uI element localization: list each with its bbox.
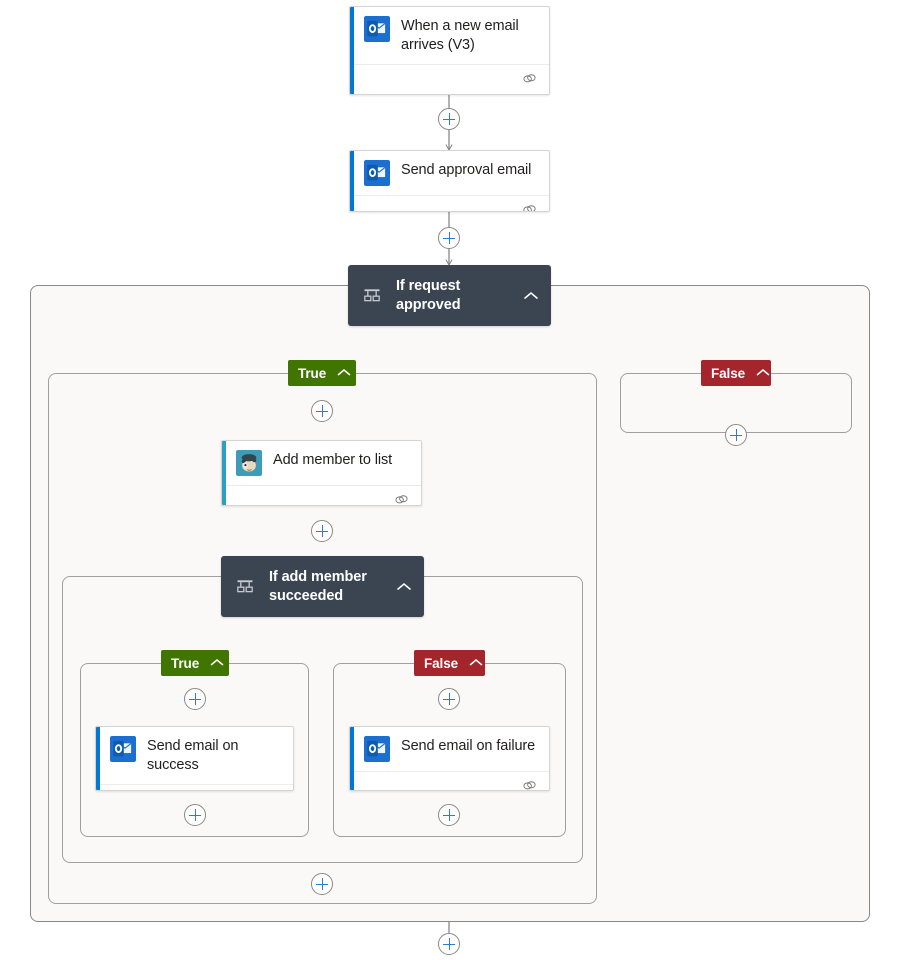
card-footer — [350, 195, 549, 213]
add-step-inner-false-bottom[interactable] — [438, 804, 460, 826]
add-step-inner-true-bottom[interactable] — [184, 804, 206, 826]
card-accent-bar — [222, 441, 226, 505]
add-step-after-add-member[interactable] — [311, 520, 333, 542]
condition-title: If request approved — [396, 277, 461, 313]
add-step-outer-true-bottom[interactable] — [311, 873, 333, 895]
branch-badge-outer-false[interactable]: False — [701, 360, 771, 386]
chevron-up-icon[interactable] — [209, 658, 225, 668]
card-add-member-to-list[interactable]: Add member to list — [221, 440, 422, 506]
add-step-outer-false[interactable] — [725, 424, 747, 446]
card-footer — [222, 485, 421, 506]
add-step-after-trigger[interactable] — [438, 108, 460, 130]
card-header: When a new email arrives (V3) — [350, 7, 549, 64]
branch-label: True — [171, 655, 200, 671]
chevron-up-icon[interactable] — [523, 291, 539, 301]
card-accent-bar — [350, 151, 354, 211]
card-title: Send email on success — [147, 738, 239, 773]
connection-link-icon[interactable] — [394, 493, 409, 506]
chevron-up-icon[interactable] — [396, 582, 412, 592]
card-footer — [96, 784, 293, 790]
outlook-icon — [364, 736, 390, 762]
condition-if-request-approved[interactable]: If request approved — [348, 265, 551, 326]
branch-label: False — [711, 365, 746, 381]
card-title: Send email on failure — [401, 738, 536, 754]
outlook-icon — [110, 736, 136, 762]
branch-badge-outer-true[interactable]: True — [288, 360, 356, 386]
card-header: Send email on failure — [350, 727, 549, 771]
card-when-new-email-arrives[interactable]: When a new email arrives (V3) — [349, 6, 550, 95]
card-title: Add member to list — [273, 452, 393, 468]
card-header: Send approval email — [350, 151, 549, 195]
add-step-outer-true-top[interactable] — [311, 400, 333, 422]
outlook-icon — [364, 160, 390, 186]
card-send-email-on-success[interactable]: Send email on success — [95, 726, 294, 791]
condition-icon — [237, 579, 253, 592]
mailchimp-icon — [236, 450, 262, 476]
card-title: When a new email arrives (V3) — [401, 18, 519, 53]
branch-label: False — [424, 655, 459, 671]
card-accent-bar — [96, 727, 100, 790]
connection-link-icon[interactable] — [522, 779, 537, 792]
branch-label: True — [298, 365, 327, 381]
outlook-icon — [364, 16, 390, 42]
add-step-after-send-approval[interactable] — [438, 227, 460, 249]
chevron-up-icon[interactable] — [336, 368, 352, 378]
card-send-email-on-failure[interactable]: Send email on failure — [349, 726, 550, 791]
card-header: Send email on success — [96, 727, 293, 784]
add-step-after-condition[interactable] — [438, 933, 460, 955]
card-footer — [350, 771, 549, 792]
card-footer — [350, 64, 549, 91]
chevron-up-icon[interactable] — [468, 658, 484, 668]
connection-link-icon[interactable] — [522, 203, 537, 213]
condition-title: If add member succeeded — [269, 568, 367, 604]
branch-badge-inner-false[interactable]: False — [414, 650, 485, 676]
card-title: Send approval email — [401, 162, 532, 178]
add-step-inner-true-top[interactable] — [184, 688, 206, 710]
branch-badge-inner-true[interactable]: True — [161, 650, 229, 676]
chevron-up-icon[interactable] — [755, 368, 771, 378]
condition-icon — [364, 288, 380, 301]
condition-if-add-member-succeeded[interactable]: If add member succeeded — [221, 556, 424, 617]
add-step-inner-false-top[interactable] — [438, 688, 460, 710]
card-send-approval-email[interactable]: Send approval email — [349, 150, 550, 212]
card-accent-bar — [350, 727, 354, 790]
connection-link-icon[interactable] — [522, 72, 537, 85]
card-header: Add member to list — [222, 441, 421, 485]
card-accent-bar — [350, 7, 354, 94]
